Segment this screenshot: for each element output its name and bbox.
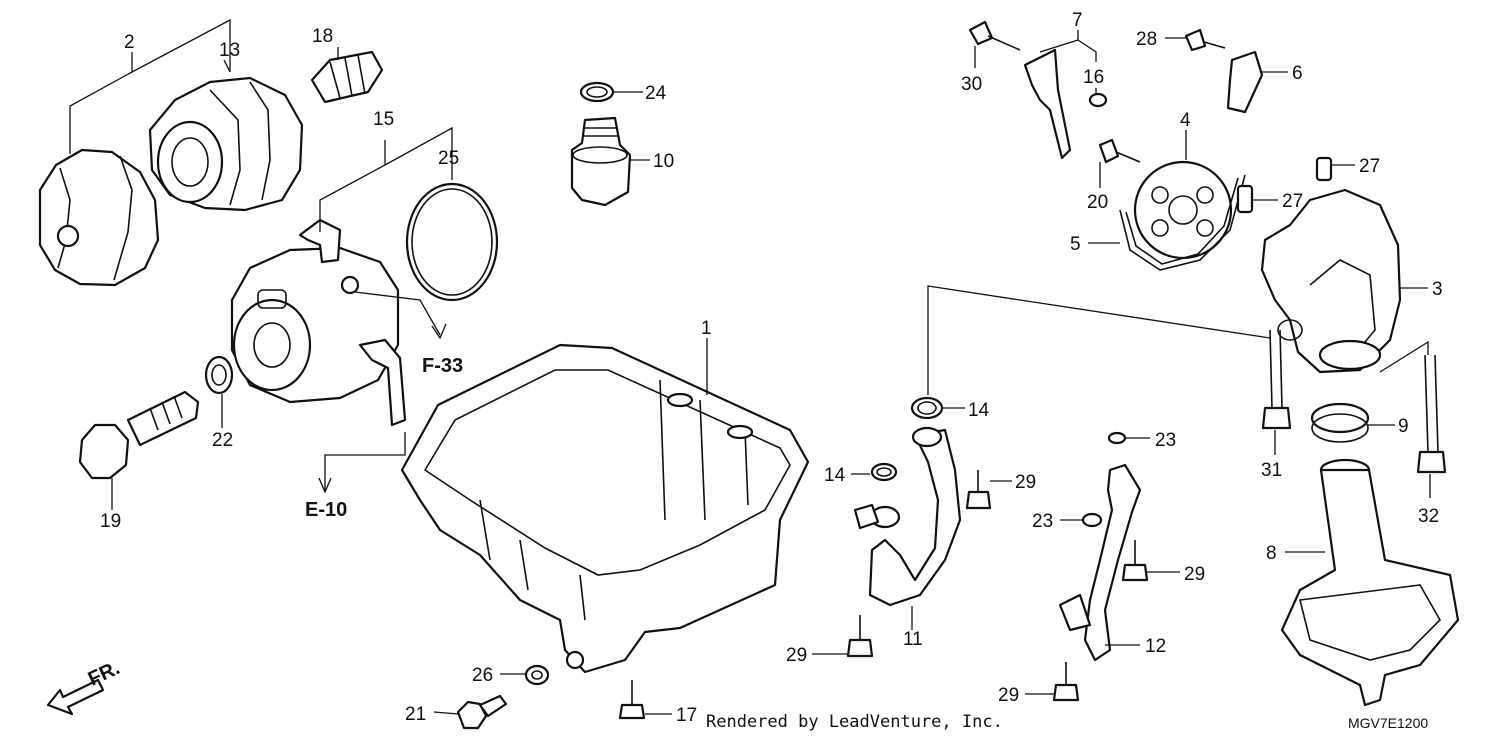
oil-pan	[400, 343, 810, 674]
callout-26: 26	[472, 665, 493, 686]
sealing-washer	[204, 355, 234, 395]
callout-23a: 23	[1155, 430, 1176, 451]
bolt-29d	[1052, 662, 1080, 702]
ref-f33: F-33	[422, 355, 463, 377]
pan-bolt	[618, 680, 646, 720]
callout-6: 6	[1292, 63, 1303, 84]
pump-bolt-32	[1416, 354, 1447, 474]
callout-23b: 23	[1032, 511, 1053, 532]
callout-18: 18	[312, 26, 333, 47]
oil-strainer	[1280, 458, 1460, 707]
oil-pump-chain	[1119, 174, 1246, 271]
oil-pressure-switch-fitting	[570, 116, 632, 207]
callout-32: 32	[1418, 506, 1439, 527]
callout-8: 8	[1266, 543, 1277, 564]
oil-pipe-b	[1058, 463, 1142, 662]
ref-e10: E-10	[305, 499, 347, 521]
oil-cooler	[230, 218, 407, 427]
bolt-29a	[965, 470, 992, 510]
strainer-seal	[1310, 402, 1370, 434]
callout-22: 22	[212, 430, 233, 451]
oil-pump-sprocket	[1133, 160, 1233, 260]
callout-21: 21	[405, 704, 426, 725]
bolt-29b	[846, 615, 874, 658]
callout-9: 9	[1398, 416, 1409, 437]
drain-bolt	[456, 694, 508, 730]
o-ring-large	[405, 182, 499, 302]
chain-guide-bracket	[968, 20, 1108, 160]
oil-filter	[148, 76, 304, 212]
sprocket-bolt	[1098, 138, 1141, 164]
callout-14b: 14	[824, 465, 846, 486]
washer-23b	[1081, 512, 1103, 528]
callout-24: 24	[645, 83, 667, 104]
callout-17: 17	[676, 705, 697, 726]
diagram-code: MGV7E1200	[1348, 715, 1429, 731]
leader-lines	[69, 18, 1431, 715]
pump-bolt-31	[1261, 329, 1292, 430]
oil-filter-cover	[38, 148, 160, 287]
callout-5: 5	[1070, 234, 1081, 255]
callout-4: 4	[1180, 110, 1191, 131]
chain-guide	[1184, 28, 1264, 114]
footer-credit: Rendered by LeadVenture, Inc.	[706, 712, 1003, 732]
callout-29c: 29	[1184, 564, 1205, 585]
o-ring-small	[579, 81, 615, 103]
callout-20: 20	[1087, 192, 1108, 213]
seal-lower	[870, 462, 898, 482]
callout-27b: 27	[1282, 191, 1303, 212]
callout-2: 2	[124, 32, 135, 53]
seal-upper	[910, 396, 944, 420]
front-direction-arrow	[46, 678, 105, 716]
callout-31: 31	[1261, 460, 1282, 481]
callout-13: 13	[219, 40, 240, 61]
callout-1: 1	[701, 318, 712, 339]
dowel-pin-b	[1236, 184, 1254, 214]
callout-11: 11	[903, 629, 923, 650]
callout-28: 28	[1136, 29, 1157, 50]
callout-19: 19	[100, 511, 121, 532]
callout-16: 16	[1083, 67, 1104, 88]
callout-15: 15	[373, 109, 394, 130]
callout-29a: 29	[1015, 472, 1036, 493]
callout-7: 7	[1072, 10, 1083, 31]
stud-bolt	[310, 50, 384, 104]
dowel-pin-a	[1315, 156, 1333, 182]
bolt-29c	[1121, 540, 1149, 582]
oil-pipe-a	[853, 426, 962, 607]
callout-29b: 29	[786, 645, 807, 666]
callout-27a: 27	[1359, 156, 1380, 177]
callout-25: 25	[438, 148, 459, 169]
washer-23a	[1107, 431, 1127, 445]
callout-12: 12	[1145, 636, 1166, 657]
callout-10: 10	[653, 151, 674, 172]
oil-filter-center-bolt	[78, 390, 200, 480]
drain-washer	[524, 664, 550, 686]
oil-pump	[1260, 188, 1402, 374]
callout-3: 3	[1432, 279, 1443, 300]
callout-14a: 14	[968, 400, 990, 421]
callout-29d: 29	[998, 685, 1019, 706]
callout-30: 30	[961, 74, 982, 95]
